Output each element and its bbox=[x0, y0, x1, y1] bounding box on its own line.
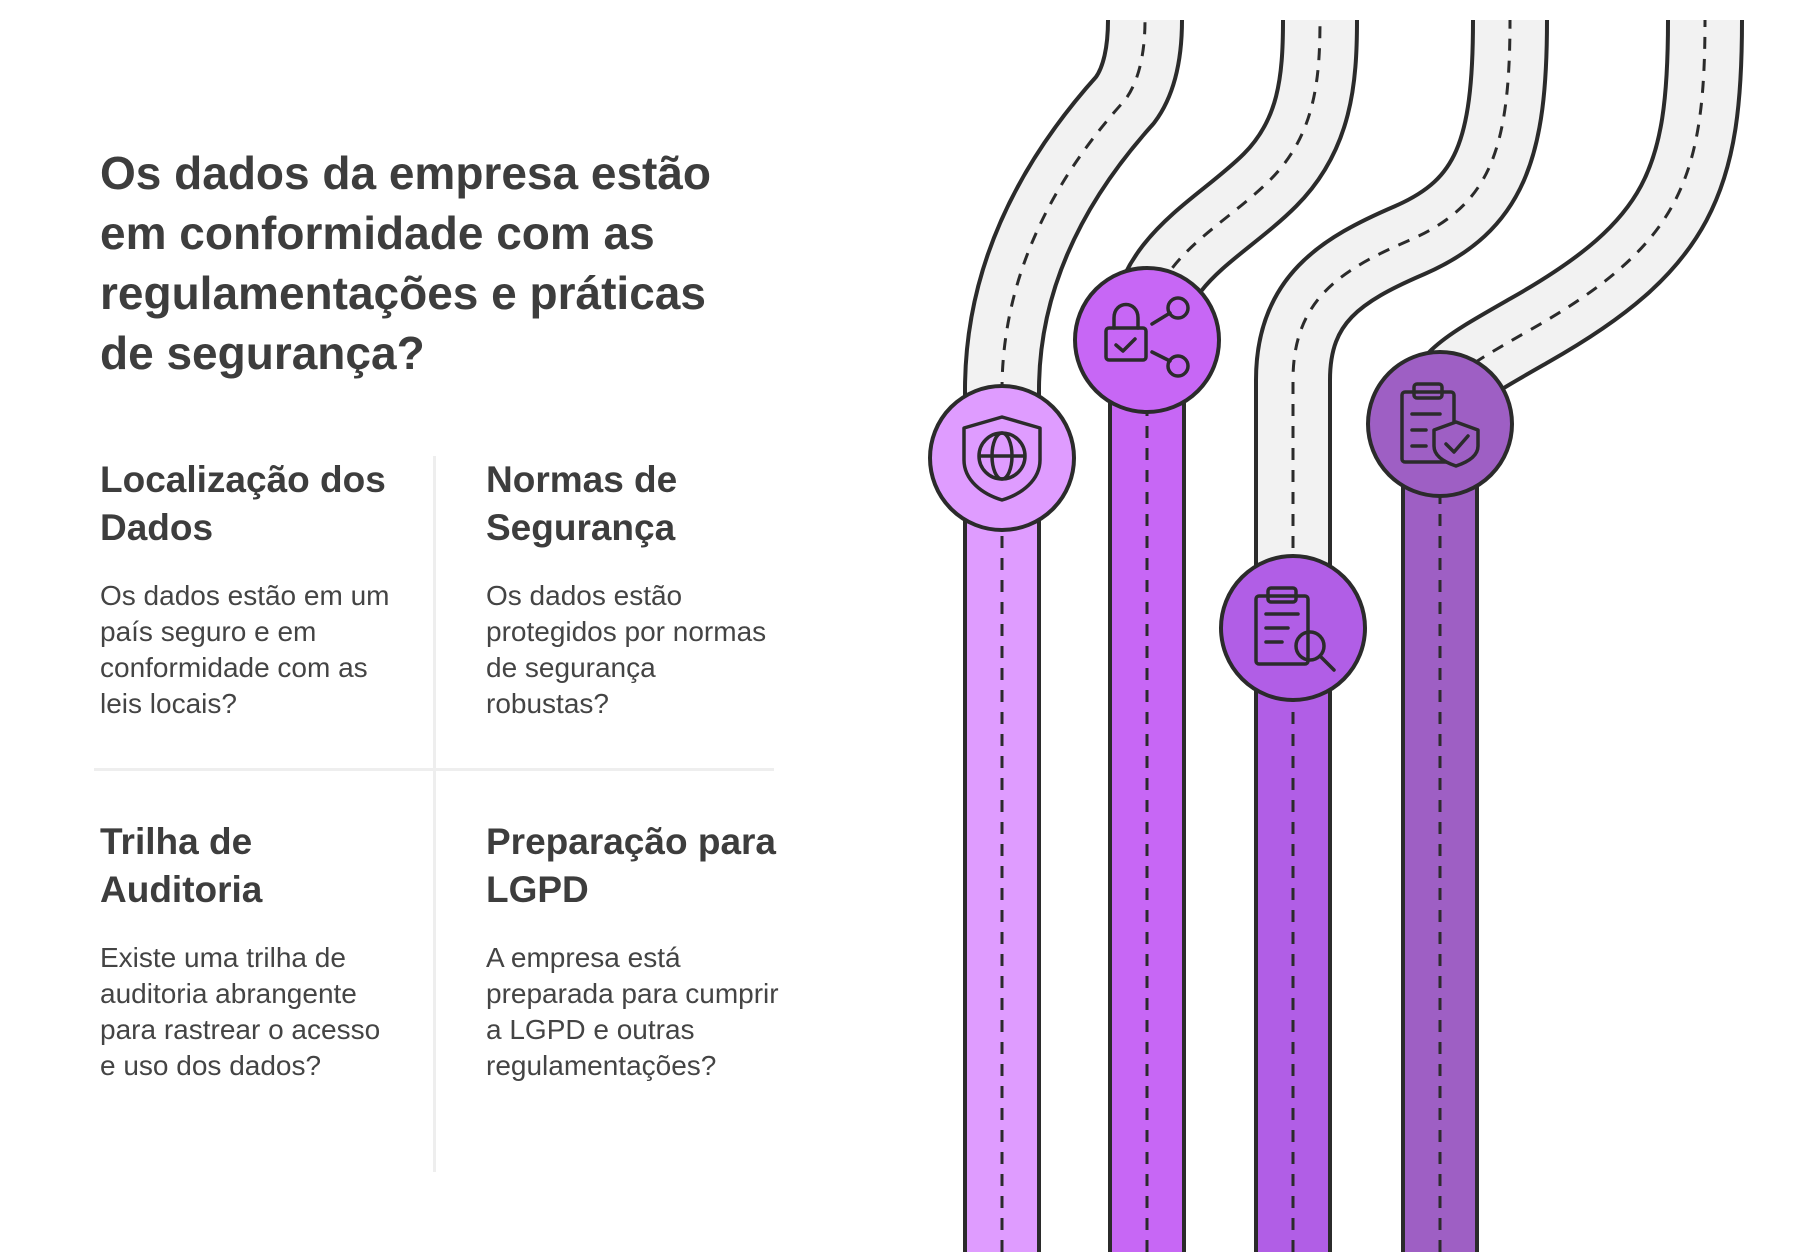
node-1 bbox=[928, 384, 1076, 532]
roads-diagram bbox=[928, 19, 1744, 1252]
lane-3 bbox=[1254, 19, 1549, 1252]
item-text: A empresa está preparada para cumprir a … bbox=[486, 942, 779, 1081]
clipboard-check-icon bbox=[1400, 382, 1480, 468]
item-data-location: Localização dos Dados Os dados estão em … bbox=[100, 456, 400, 719]
node-3 bbox=[1219, 554, 1367, 702]
lane-1 bbox=[963, 19, 1184, 1252]
item-heading: Localização dos Dados bbox=[100, 459, 386, 548]
item-heading: Normas de Segurança bbox=[486, 459, 678, 548]
page-title: Os dados da empresa estão em conformidad… bbox=[100, 147, 712, 379]
item-lgpd-readiness: Preparação para LGPD A empresa está prep… bbox=[486, 818, 786, 1081]
item-heading: Preparação para LGPD bbox=[486, 821, 777, 910]
item-text: Os dados estão em um país seguro e em co… bbox=[100, 580, 390, 719]
clipboard-search-icon bbox=[1254, 586, 1336, 672]
item-text: Os dados estão protegidos por normas de … bbox=[486, 580, 767, 719]
node-4 bbox=[1366, 350, 1514, 498]
item-audit-trail: Trilha de Auditoria Existe uma trilha de… bbox=[100, 818, 400, 1081]
item-security-standards: Normas de Segurança Os dados estão prote… bbox=[486, 456, 786, 719]
shield-globe-icon bbox=[962, 415, 1042, 502]
grid-divider-vertical bbox=[433, 456, 436, 1172]
node-2 bbox=[1073, 266, 1221, 414]
item-heading: Trilha de Auditoria bbox=[100, 821, 263, 910]
item-text: Existe uma trilha de auditoria abrangent… bbox=[100, 942, 381, 1081]
grid-divider-horizontal bbox=[94, 768, 774, 771]
lock-share-icon bbox=[1104, 296, 1190, 378]
